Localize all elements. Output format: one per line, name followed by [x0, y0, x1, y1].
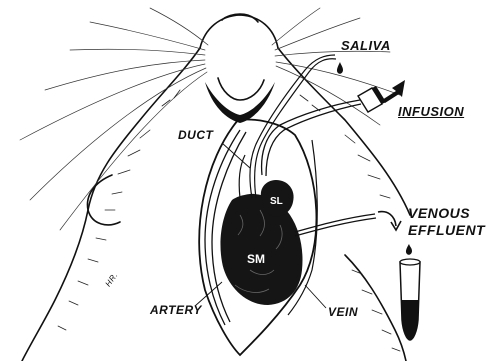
- venous-effluent-line2: EFFLUENT: [408, 222, 485, 239]
- vein-cannula: [288, 140, 376, 315]
- submandibular-gland-label: SM: [247, 252, 265, 266]
- saliva-droplet-icon: [337, 62, 343, 74]
- infusion-label: INFUSION: [398, 104, 464, 119]
- venous-effluent-line1: VENOUS: [408, 205, 485, 222]
- venous-flow-arrow-icon: [378, 212, 401, 230]
- artery-label: ARTERY: [150, 303, 202, 317]
- infusion-arrow-icon: [382, 80, 405, 103]
- venous-droplet-icon: [406, 244, 412, 255]
- sublingual-gland-label: SL: [270, 196, 283, 207]
- submandibular-gland: [220, 194, 302, 305]
- collection-tube-icon: [400, 259, 420, 340]
- duct-label: DUCT: [178, 128, 213, 142]
- duct-cannula: [239, 55, 336, 198]
- vein-label: VEIN: [328, 305, 358, 319]
- upper-skin-flap: [205, 82, 275, 123]
- saliva-label: SALIVA: [341, 38, 391, 53]
- venous-effluent-label: VENOUS EFFLUENT: [408, 205, 485, 239]
- infusion-syringe: [358, 86, 386, 112]
